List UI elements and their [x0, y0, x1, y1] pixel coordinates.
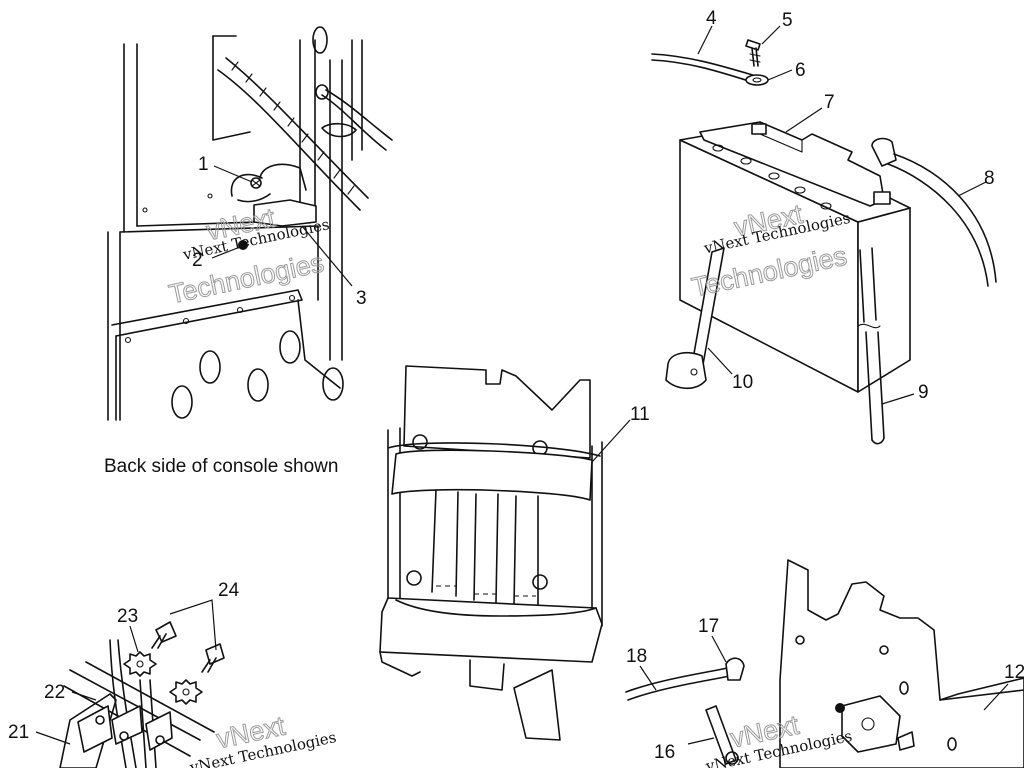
- leader-9: [881, 393, 915, 405]
- watermark-bottom-left: vNext vNext Technologies: [187, 710, 337, 768]
- callout-3: 3: [356, 288, 367, 309]
- leader-8: [957, 181, 987, 197]
- leader-2: [211, 246, 241, 259]
- callout-1: 1: [198, 154, 209, 175]
- view-caption: Back side of console shown: [104, 456, 338, 477]
- leader-10: [707, 347, 733, 375]
- battery-box-view: [379, 365, 603, 741]
- leader-23: [129, 625, 139, 653]
- callout-2: 2: [192, 250, 203, 271]
- harness-view: [59, 621, 225, 768]
- callout-7: 7: [824, 92, 835, 113]
- callout-24: 24: [218, 580, 240, 601]
- leader-3: [301, 225, 353, 287]
- callout-18: 18: [626, 646, 647, 667]
- callout-5: 5: [782, 10, 793, 31]
- callouts-bracket: 12 16 17 18: [626, 616, 1024, 763]
- callout-21: 21: [8, 722, 29, 743]
- leader-24: [169, 599, 217, 651]
- leader-7: [785, 107, 823, 133]
- console-back-view: [107, 26, 393, 421]
- callouts-console: 1 2 3: [192, 154, 367, 309]
- callout-11: 11: [630, 404, 650, 425]
- bracket-view: [625, 559, 1024, 768]
- leader-12: [983, 683, 1009, 711]
- callout-23: 23: [117, 606, 138, 627]
- callout-10: 10: [732, 372, 753, 393]
- callout-8: 8: [984, 168, 995, 189]
- callout-12: 12: [1004, 662, 1024, 683]
- leader-1: [213, 165, 253, 183]
- callout-4: 4: [706, 8, 717, 29]
- leader-6: [767, 69, 793, 81]
- leader-16: [687, 737, 715, 745]
- leader-5: [761, 25, 781, 45]
- callout-6: 6: [795, 60, 806, 81]
- callout-16: 16: [654, 742, 675, 763]
- leader-21: [35, 731, 71, 745]
- leader-11: [591, 419, 631, 463]
- callout-17: 17: [698, 616, 719, 637]
- callout-9: 9: [918, 382, 929, 403]
- callouts-box: 11: [591, 404, 650, 463]
- callouts-battery: 4 5 6 7 8 9 10: [697, 8, 995, 405]
- callouts-harness: 24 23 22 21: [8, 580, 240, 745]
- battery-view: [651, 39, 997, 445]
- leader-18: [639, 665, 657, 691]
- leader-22: [71, 691, 97, 701]
- leader-4: [697, 25, 713, 55]
- callout-22: 22: [44, 682, 65, 703]
- leader-17: [711, 635, 727, 663]
